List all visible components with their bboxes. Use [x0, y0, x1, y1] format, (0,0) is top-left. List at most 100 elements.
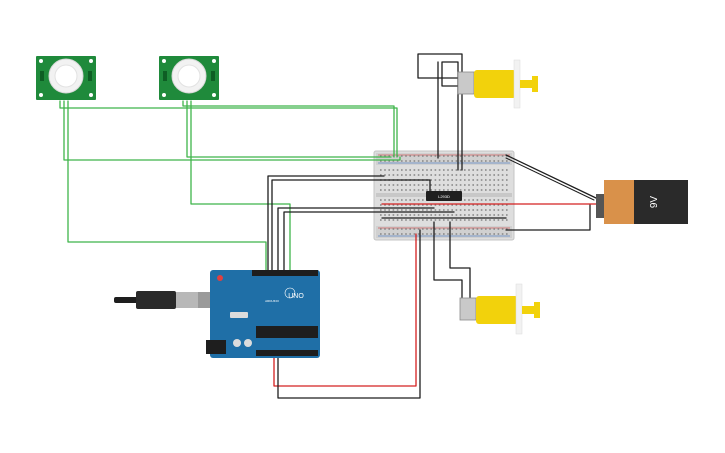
breadboard-hole — [422, 219, 424, 221]
breadboard-hole — [497, 189, 500, 191]
wire-motor2-b[interactable] — [449, 221, 471, 301]
breadboard-hole — [430, 174, 432, 176]
breadboard-hole — [464, 204, 466, 206]
breadboard-hole — [501, 155, 504, 157]
wire-pir1-top[interactable] — [59, 100, 398, 158]
breadboard-hole — [405, 214, 407, 216]
wire-battery-neg[interactable] — [505, 204, 591, 231]
wire-arduino-bb-4[interactable] — [283, 211, 455, 273]
dc-motor-2[interactable] — [459, 283, 540, 335]
breadboard-hole — [430, 228, 432, 230]
breadboard-hole — [506, 179, 508, 181]
breadboard-hole — [497, 174, 500, 176]
wire-arduino-gnd[interactable] — [277, 229, 421, 399]
breadboard-hole — [422, 209, 424, 211]
breadboard-hole — [380, 174, 382, 176]
breadboard-holes — [380, 155, 508, 235]
breadboard-hole — [472, 189, 474, 191]
breadboard-hole — [413, 169, 416, 171]
breadboard-hole — [472, 160, 474, 162]
breadboard-hole — [434, 219, 437, 221]
wire-pir1-arduino[interactable] — [67, 100, 267, 273]
breadboard-hole — [493, 228, 495, 230]
battery-9v[interactable]: 9V — [596, 180, 688, 224]
wire-pir2-arduino[interactable] — [190, 100, 291, 273]
breadboard-hole — [493, 204, 495, 206]
usb-cable[interactable] — [114, 291, 220, 309]
breadboard-hole — [459, 184, 462, 186]
breadboard-hole — [409, 189, 411, 191]
breadboard-hole — [451, 174, 453, 176]
wire-motor2-a[interactable] — [433, 221, 463, 305]
wire-pir2-top[interactable] — [182, 100, 395, 158]
breadboard-hole — [480, 228, 483, 230]
arduino-model: UNO — [288, 293, 304, 300]
breadboard-hole — [443, 184, 445, 186]
breadboard-hole — [409, 219, 411, 221]
arduino-uno[interactable]: UNO ARDUINO — [206, 270, 320, 358]
breadboard-hole — [413, 214, 416, 216]
breadboard-hole — [501, 189, 504, 191]
breadboard-hole — [476, 169, 479, 171]
breadboard-hole — [506, 184, 508, 186]
breadboard-hole — [493, 189, 495, 191]
breadboard-hole — [476, 228, 479, 230]
wire-pir1-mid[interactable] — [63, 100, 401, 161]
breadboard-hole — [417, 184, 420, 186]
breadboard-hole — [384, 204, 386, 206]
breadboard-hole — [476, 199, 479, 201]
breadboard-hole — [489, 155, 491, 157]
breadboard-hole — [472, 169, 474, 171]
wire-battery-pos[interactable] — [505, 154, 597, 199]
breadboard-hole — [401, 199, 403, 201]
breadboard-hole — [480, 189, 483, 191]
breadboard-hole — [392, 189, 395, 191]
breadboard-hole — [468, 179, 470, 181]
breadboard-hole — [493, 219, 495, 221]
breadboard-hole — [384, 174, 386, 176]
breadboard-hole — [480, 233, 483, 235]
breadboard-hole — [401, 189, 403, 191]
breadboard-hole — [401, 209, 403, 211]
breadboard-hole — [434, 214, 437, 216]
breadboard-hole — [405, 174, 407, 176]
breadboard-hole — [447, 155, 449, 157]
dc-motor-1[interactable] — [457, 59, 538, 109]
wire-arduino-bb-1[interactable] — [267, 175, 385, 273]
breadboard-hole — [497, 209, 500, 211]
ic-label: L293D — [438, 194, 450, 199]
breadboard-hole — [443, 214, 445, 216]
breadboard-hole — [485, 233, 487, 235]
wire-arduino-bb-2[interactable] — [271, 179, 431, 273]
pir-sensor-2[interactable] — [159, 56, 219, 100]
wire-battery-pos-2[interactable] — [505, 157, 595, 201]
breadboard-hole — [447, 184, 449, 186]
wire-arduino-vcc[interactable] — [273, 233, 417, 387]
breadboard-hole — [422, 233, 424, 235]
breadboard-hole — [392, 228, 395, 230]
breadboard-hole — [401, 204, 403, 206]
wire-motor1-b[interactable] — [441, 61, 461, 171]
pir-sensor-1[interactable] — [36, 56, 96, 100]
breadboard-hole — [493, 174, 495, 176]
breadboard-hole — [392, 199, 395, 201]
breadboard-hole — [396, 184, 399, 186]
breadboard-hole — [476, 233, 479, 235]
breadboard-hole — [380, 228, 382, 230]
breadboard-hole — [464, 214, 466, 216]
breadboard-hole — [447, 169, 449, 171]
breadboard-hole — [413, 228, 416, 230]
breadboard-hole — [489, 184, 491, 186]
motor-driver-ic[interactable]: L293D — [426, 191, 462, 201]
breadboard-hole — [426, 219, 428, 221]
breadboard-hole — [409, 204, 411, 206]
breadboard-hole — [451, 160, 453, 162]
wire-arduino-bb-3[interactable] — [277, 207, 435, 273]
breadboard-hole — [464, 189, 466, 191]
breadboard-hole — [392, 219, 395, 221]
breadboard-hole — [489, 204, 491, 206]
breadboard-hole — [417, 233, 420, 235]
breadboard-hole — [493, 233, 495, 235]
wire-pir2-mid[interactable] — [186, 100, 392, 158]
breadboard-hole — [417, 219, 420, 221]
